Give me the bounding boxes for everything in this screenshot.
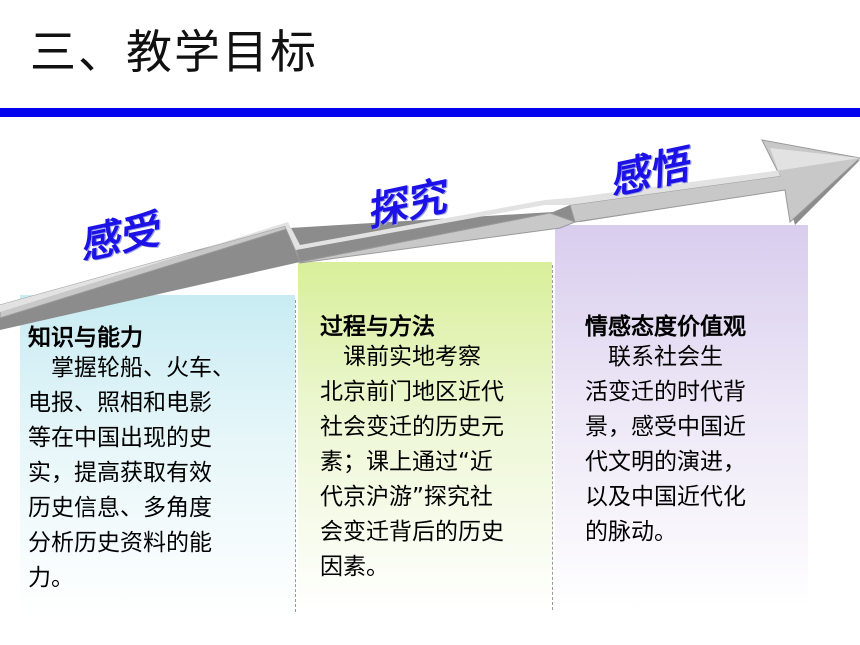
panel-body-emotion: 联系社会生 活变迁的时代背 景，感受中国近 代文明的演进， 以及中国近代化 的脉… — [585, 340, 746, 550]
panel-line: 北京前门地区近代 — [320, 379, 504, 405]
panel-line: 代京沪游”探究社 — [320, 484, 493, 510]
arrow-side-face — [0, 228, 300, 330]
panel-heading-emotion: 情感态度价值观 — [585, 314, 746, 340]
panel-heading-process: 过程与方法 — [320, 314, 435, 340]
panel-line: 代文明的演进， — [585, 449, 746, 475]
panel-line: 等在中国出现的史 — [28, 425, 212, 451]
panel-knowledge-bg — [20, 295, 295, 615]
panel-line: 分析历史资料的能 — [28, 530, 212, 556]
slide-title: 三、教学目标 — [30, 25, 318, 79]
panel-line: 联系社会生 — [585, 344, 723, 370]
panel-heading-knowledge: 知识与能力 — [28, 325, 143, 351]
panel-line: 会变迁背后的历史 — [320, 519, 504, 545]
panel-line: 以及中国近代化 — [585, 484, 746, 510]
panel-line: 课前实地考察 — [320, 344, 481, 370]
panel-separator — [295, 300, 296, 612]
arrow-highlight — [0, 148, 860, 312]
panel-line: 电报、照相和电影 — [28, 390, 212, 416]
panel-line: 社会变迁的历史元 — [320, 414, 504, 440]
panel-line: 历史信息、多角度 — [28, 495, 212, 521]
panel-process-bg — [298, 262, 552, 612]
panel-line: 掌握轮船、火车、 — [28, 355, 235, 381]
panel-line: 的脉动。 — [585, 519, 677, 545]
panel-separator — [552, 265, 553, 610]
panel-line: 因素。 — [320, 554, 389, 580]
panel-body-process: 课前实地考察 北京前门地区近代 社会变迁的历史元 素；课上通过“近 代京沪游”探… — [320, 340, 504, 585]
panel-body-knowledge: 掌握轮船、火车、 电报、照相和电影 等在中国出现的史 实，提高获取有效 历史信息… — [28, 351, 235, 596]
panel-line: 实，提高获取有效 — [28, 460, 212, 486]
panel-line: 景，感受中国近 — [585, 414, 746, 440]
panel-line: 素；课上通过“近 — [320, 449, 493, 475]
panel-line: 活变迁的时代背 — [585, 379, 746, 405]
panel-line: 力。 — [28, 565, 74, 591]
panel-emotion-bg — [555, 225, 808, 610]
title-divider — [0, 108, 860, 117]
